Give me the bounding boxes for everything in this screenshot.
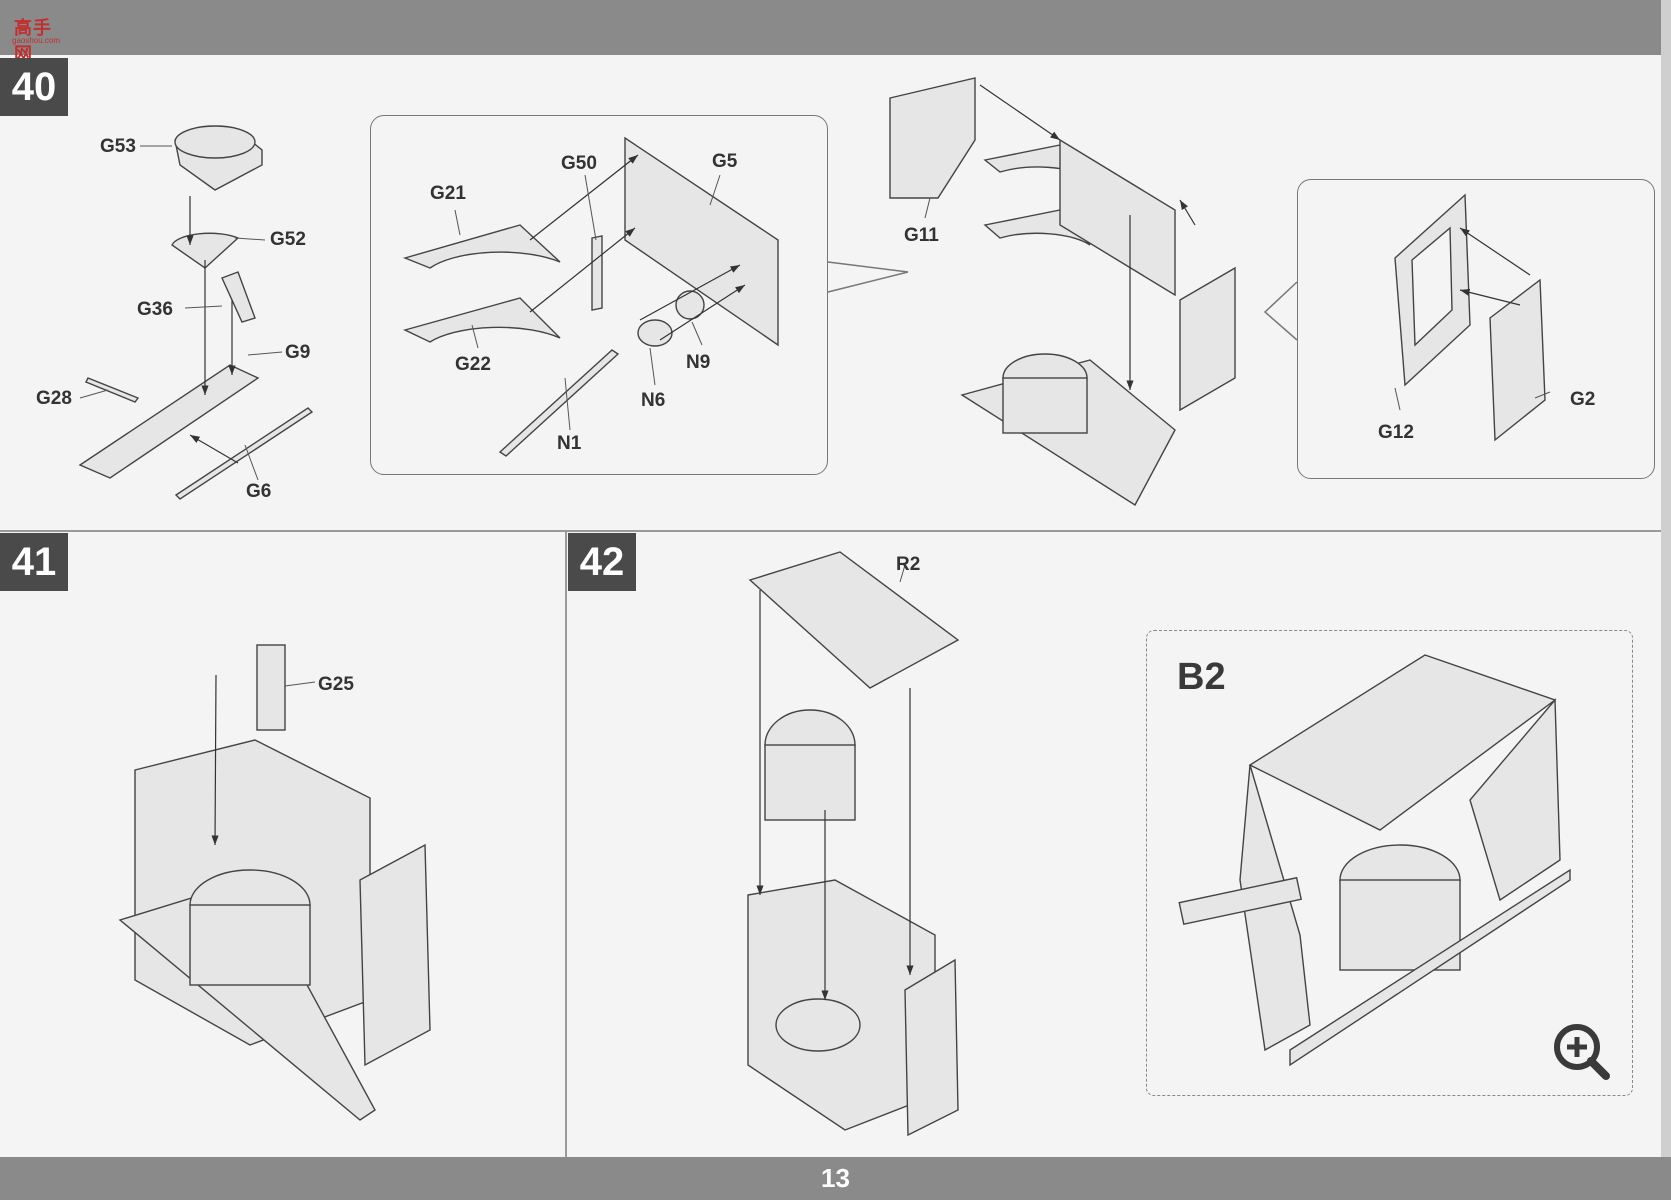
bottom-bar	[0, 1157, 1671, 1200]
step-number-42: 42	[568, 533, 636, 591]
part-n9	[675, 290, 705, 320]
hull-door	[1179, 266, 1236, 412]
hull-door-41	[359, 843, 431, 1067]
part-g21	[402, 224, 561, 269]
part-g11	[889, 77, 976, 199]
b2-gun-barrel	[1178, 876, 1303, 926]
label-n6: N6	[641, 390, 666, 411]
label-g5: G5	[712, 151, 738, 172]
part-g50	[591, 235, 603, 311]
hull-side-plate	[1059, 138, 1176, 297]
part-g12-window	[1411, 226, 1453, 347]
section-divider-vertical	[565, 531, 567, 1157]
hull-door-42	[904, 958, 959, 1137]
section-divider-horizontal	[0, 530, 1661, 532]
turret-ring-42	[775, 998, 861, 1052]
label-g25: G25	[318, 674, 354, 695]
logo-subtext: gaoshou.com	[12, 36, 61, 45]
turret-column-41	[189, 904, 311, 986]
page-edge	[1661, 0, 1671, 1200]
detail-callout-gun-mount	[370, 115, 828, 475]
part-n6	[637, 319, 673, 347]
label-g12: G12	[1378, 422, 1414, 443]
part-g53-top	[174, 125, 256, 159]
label-r2: R2	[896, 554, 921, 575]
part-g9	[78, 364, 260, 479]
part-g36	[221, 271, 256, 323]
b2-side	[1239, 764, 1311, 1052]
label-g28: G28	[36, 388, 72, 409]
label-g36: G36	[137, 299, 173, 320]
page-number: 13	[821, 1163, 850, 1193]
part-g22	[403, 297, 561, 343]
label-n9: N9	[686, 352, 711, 373]
top-bar	[0, 0, 1671, 55]
part-g28	[85, 377, 140, 403]
detail-callout-door	[1297, 179, 1655, 479]
b2-back	[1469, 698, 1561, 902]
detail-callout-b2	[1146, 630, 1633, 1096]
turret-body-42	[764, 744, 856, 821]
label-g50: G50	[561, 153, 597, 174]
label-g52: G52	[270, 229, 306, 250]
label-g21: G21	[430, 183, 466, 204]
step-number-40: 40	[0, 58, 68, 116]
label-g9: G9	[285, 342, 311, 363]
part-g2	[1489, 278, 1546, 442]
inset-label-b2: B2	[1177, 656, 1226, 698]
part-r2	[748, 551, 960, 689]
turret-column	[1002, 377, 1088, 434]
zoom-in-icon	[1554, 1024, 1610, 1080]
label-g53: G53	[100, 136, 136, 157]
label-g22: G22	[455, 354, 491, 375]
label-n1: N1	[557, 433, 582, 454]
label-g2: G2	[1570, 389, 1596, 410]
label-g11: G11	[904, 225, 939, 246]
part-g25	[256, 644, 286, 731]
b2-base	[1289, 868, 1571, 1067]
step-number-41: 41	[0, 533, 68, 591]
label-g6: G6	[246, 481, 272, 502]
part-n1	[498, 349, 620, 457]
part-g6	[174, 407, 314, 500]
part-g5	[624, 136, 779, 347]
